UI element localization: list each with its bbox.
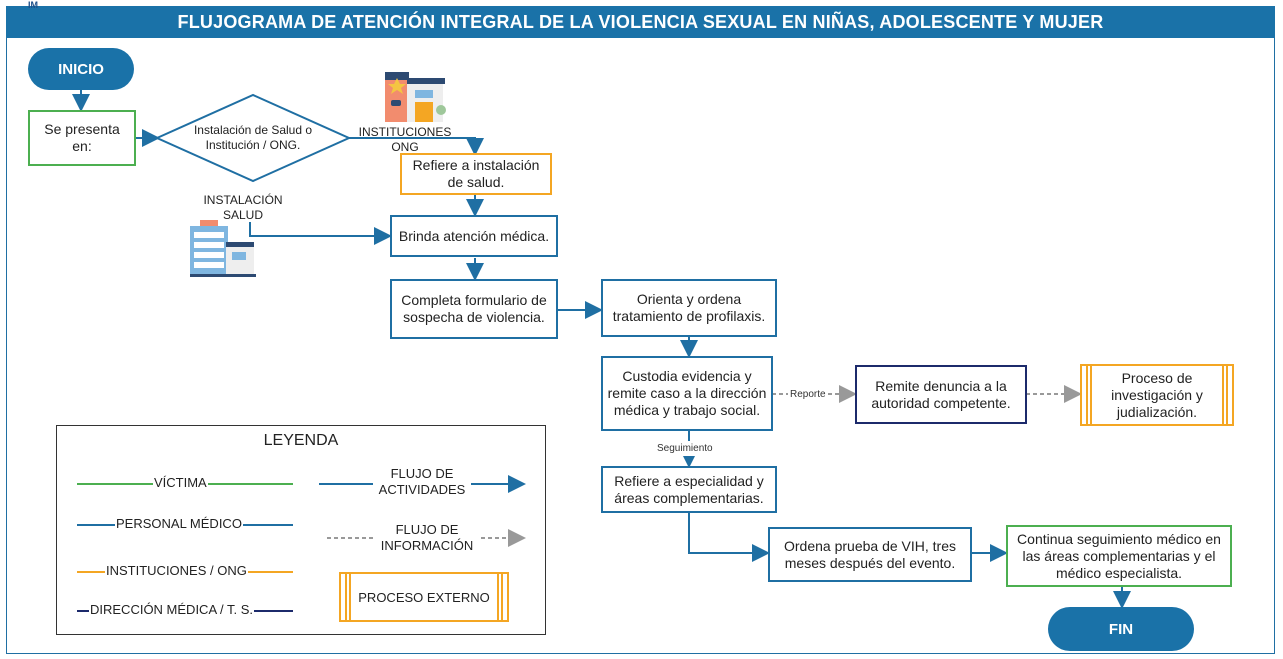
brinda-atencion-node: Brinda atención médica. [390,215,558,257]
custodia-node: Custodia evidencia y remite caso a la di… [601,356,773,431]
label-seguimiento: Seguimiento [655,441,715,456]
hospital-building-icon [190,220,256,277]
edge-decision-refiere [348,137,484,156]
remite-denuncia-node: Remite denuncia a la autoridad competent… [855,365,1027,424]
legend: LEYENDA VÍCTIMA PERSONAL MÉDICO INSTITUC… [56,425,546,635]
legend-title: LEYENDA [263,432,339,449]
label-instituciones-ong: INSTITUCIONES ONG [358,125,452,154]
legend-personal-medico: PERSONAL MÉDICO [115,516,243,532]
legend-flujo-informacion: FLUJO DE INFORMACIÓN [373,522,481,554]
ordena-vih-node: Ordena prueba de VIH, tres meses después… [768,527,972,582]
legend-instituciones: INSTITUCIONES / ONG [105,563,248,579]
legend-proceso-externo: PROCESO EXTERNO [339,572,509,622]
start-node: INICIO [28,48,134,90]
logo: IM [28,0,38,10]
completa-formulario-node: Completa formulario de sospecha de viole… [390,279,558,339]
end-node: FIN [1048,607,1194,651]
proceso-investigacion-node: Proceso de investigación y judialización… [1080,364,1234,426]
se-presenta-node: Se presenta en: [28,110,136,166]
legend-direccion: DIRECCIÓN MÉDICA / T. S. [89,602,255,618]
refiere-especialidad-node: Refiere a especialidad y áreas complemen… [601,466,777,513]
legend-victima: VÍCTIMA [153,475,208,491]
edge-decision-brinda [249,222,392,245]
title-text: FLUJOGRAMA DE ATENCIÓN INTEGRAL DE LA VI… [177,11,1104,32]
edge-especialidad-vih [688,512,770,562]
building-with-star-icon [385,72,446,122]
continua-seguimiento-node: Continua seguimiento médico en las áreas… [1006,525,1232,587]
decision-label: Instalación de Salud o Institución / ONG… [193,123,313,152]
legend-flujo-actividades: FLUJO DE ACTIVIDADES [373,466,471,498]
label-instalacion-salud: INSTALACIÓN SALUD [203,193,283,222]
orienta-ordena-node: Orienta y ordena tratamiento de profilax… [601,279,777,337]
refiere-instalacion-node: Refiere a instalación de salud. [400,153,552,195]
label-reporte: Reporte [788,387,828,402]
page-title: FLUJOGRAMA DE ATENCIÓN INTEGRAL DE LA VI… [6,6,1275,38]
decision-diamond [154,93,352,183]
